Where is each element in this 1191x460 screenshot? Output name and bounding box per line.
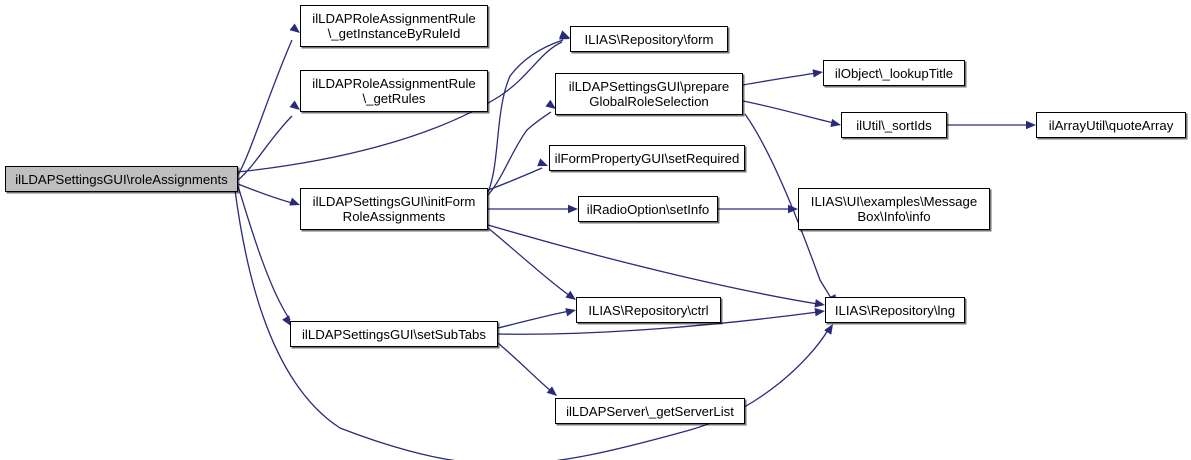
node-label: ILIAS\Repository\lng	[834, 302, 956, 318]
edge-arrowhead	[565, 290, 576, 300]
edge-subtabs-to-serverlist	[497, 342, 557, 396]
edge-subtabs-to-ctrl	[497, 308, 576, 329]
edge-arrowhead	[814, 308, 825, 317]
node-label: ilLDAPSettingsGUI\prepare GlobalRoleSele…	[568, 79, 730, 109]
edge-arrowhead	[282, 315, 291, 326]
node-required[interactable]: ilFormPropertyGUI\setRequired	[549, 145, 745, 171]
node-label: ilFormPropertyGUI\setRequired	[554, 150, 740, 166]
node-label: ilLDAPRoleAssignmentRule \_getRules	[312, 76, 476, 106]
edge-initform-to-required	[487, 158, 548, 191]
edge-arrowhead	[1026, 120, 1036, 130]
node-serverlist[interactable]: ilLDAPServer\_getServerList	[555, 398, 745, 424]
edge-arrowhead	[289, 23, 300, 33]
edge-arrowhead	[814, 299, 825, 308]
edge-sortids-to-quote	[946, 120, 1036, 130]
edge-root-to-getrules	[237, 100, 300, 181]
edge-arrowhead	[824, 324, 833, 335]
edge-setinfo-to-msgbox	[718, 204, 798, 214]
edge-subtabs-to-lng	[497, 308, 825, 335]
node-label: ilRadioOption\setInfo	[586, 201, 710, 217]
node-label: ilLDAPServer\_getServerList	[566, 403, 734, 419]
edge-prepare-to-lookup	[742, 69, 823, 86]
node-root[interactable]: ilLDAPSettingsGUI\roleAssignments	[5, 166, 238, 192]
node-label: ilLDAPSettingsGUI\setSubTabs	[302, 326, 486, 342]
node-form[interactable]: ILIAS\Repository\form	[570, 26, 728, 52]
edge-arrowhead	[830, 118, 841, 128]
node-label: ilLDAPSettingsGUI\roleAssignments	[15, 171, 228, 187]
node-label: ILIAS\Repository\ctrl	[588, 302, 709, 318]
node-quote[interactable]: ilArrayUtil\quoteArray	[1036, 112, 1186, 138]
node-ctrl[interactable]: ILIAS\Repository\ctrl	[576, 297, 721, 323]
edge-root-to-subtabs	[237, 185, 291, 326]
edge-arrowhead	[812, 69, 823, 78]
node-label: ILIAS\Repository\form	[584, 31, 714, 47]
node-lookup[interactable]: ilObject\_lookupTitle	[823, 60, 965, 86]
node-msgbox[interactable]: ILIAS\UI\examples\Message Box\Info\info	[798, 188, 990, 230]
node-label: ilLDAPRoleAssignmentRule \_getInstanceBy…	[312, 11, 476, 41]
node-label: ILIAS\UI\examples\Message Box\Info\info	[810, 194, 978, 224]
node-getrules[interactable]: ilLDAPRoleAssignmentRule \_getRules	[300, 70, 488, 112]
edge-initform-to-lng	[487, 224, 825, 308]
edge-arrowhead	[289, 197, 300, 206]
edge-arrowhead	[545, 99, 556, 109]
edge-initform-to-form	[487, 30, 570, 193]
node-subtabs[interactable]: ilLDAPSettingsGUI\setSubTabs	[290, 321, 498, 347]
edge-prepare-to-sortids	[742, 100, 841, 128]
edge-arrowhead	[568, 204, 578, 214]
node-label: ilObject\_lookupTitle	[834, 65, 954, 81]
edge-arrowhead	[546, 386, 557, 396]
edge-arrowhead	[537, 158, 548, 167]
node-sortids[interactable]: ilUtil\_sortIds	[841, 112, 947, 138]
node-prepare[interactable]: ilLDAPSettingsGUI\prepare GlobalRoleSele…	[555, 73, 743, 115]
edge-root-to-ruleid	[237, 23, 300, 176]
edge-initform-to-setinfo	[488, 204, 578, 214]
node-initform[interactable]: ilLDAPSettingsGUI\initForm RoleAssignmen…	[300, 188, 488, 230]
edge-arrowhead	[788, 204, 798, 214]
node-ruleid[interactable]: ilLDAPRoleAssignmentRule \_getInstanceBy…	[300, 5, 488, 47]
edge-initform-to-prepare	[487, 99, 556, 196]
edge-arrowhead	[559, 30, 570, 39]
node-setinfo[interactable]: ilRadioOption\setInfo	[578, 196, 718, 222]
edge-arrowhead	[565, 308, 576, 317]
edge-root-to-initform	[237, 183, 300, 206]
node-label: ilArrayUtil\quoteArray	[1048, 117, 1174, 133]
edge-root-to-lng	[234, 189, 833, 460]
node-label: ilUtil\_sortIds	[856, 117, 932, 133]
node-lng[interactable]: ILIAS\Repository\lng	[825, 297, 965, 323]
edge-initform-to-ctrl	[487, 227, 576, 300]
edge-arrowhead	[289, 100, 300, 110]
node-label: ilLDAPSettingsGUI\initForm RoleAssignmen…	[312, 194, 476, 224]
